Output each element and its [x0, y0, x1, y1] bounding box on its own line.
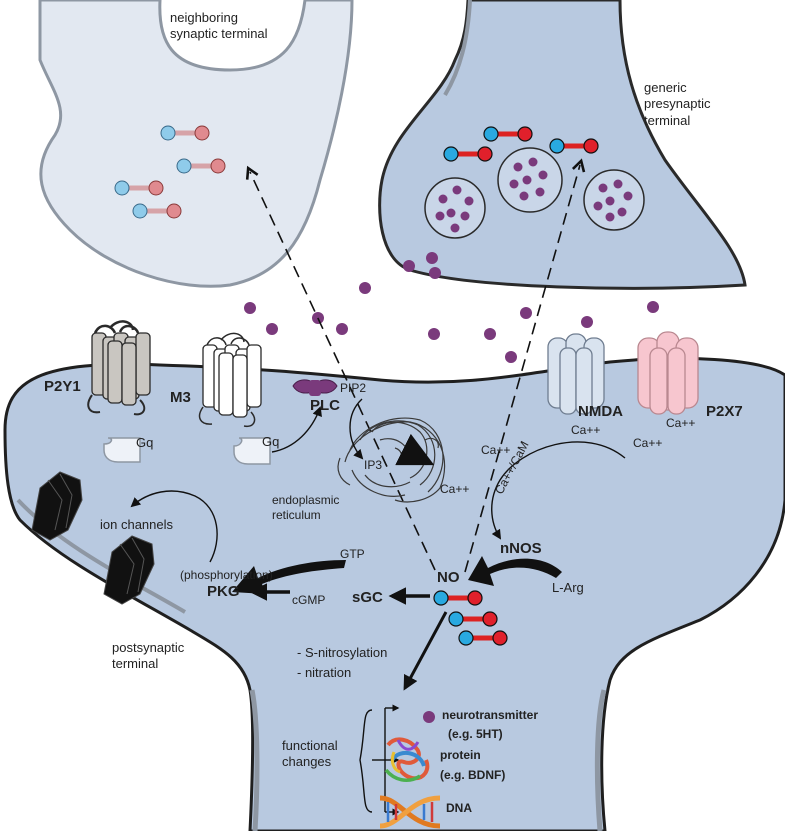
- vesicle: [497, 147, 563, 213]
- larg-label: L-Arg: [552, 580, 584, 595]
- neurotransmitter-example-label: (e.g. 5HT): [448, 727, 503, 741]
- sgc-label: sGC: [352, 589, 383, 606]
- er-label: endoplasmic reticulum: [272, 493, 340, 522]
- postsynaptic-terminal-label: postsynaptic terminal: [112, 640, 185, 672]
- pkg-label: PKG: [207, 583, 240, 600]
- no-label: NO: [437, 569, 460, 586]
- protein-example-label: (e.g. BDNF): [440, 768, 506, 782]
- no-molecule-icon: [448, 611, 498, 627]
- ion-channel-icon: [31, 471, 83, 541]
- neighboring-terminal: [38, 0, 354, 288]
- gq-protein-icon: [103, 437, 141, 463]
- no-molecule-icon: [433, 590, 483, 606]
- dna-label: DNA: [446, 801, 472, 815]
- nmda-receptor-icon: [547, 333, 605, 415]
- ca-er-label: Ca++: [440, 482, 470, 496]
- neurotransmitter-label: neurotransmitter: [442, 708, 539, 722]
- phosphorylation-label: (phosphorylation): [180, 568, 273, 582]
- pathway-arrows: [130, 398, 626, 816]
- ca-mid2-label: Ca++: [633, 436, 663, 450]
- plc-label: PLC: [310, 397, 340, 414]
- retrograde-arrow-presynaptic: [464, 158, 586, 573]
- functional-changes-label: functional changes: [282, 738, 338, 770]
- ca-mid1-label: Ca++: [481, 443, 511, 457]
- dna-helix-icon: [379, 795, 441, 829]
- no-molecule-icon: [483, 126, 533, 142]
- pathway-arrows-bold: [232, 433, 562, 691]
- ion-channel-icon: [103, 535, 155, 605]
- ion-channels-label: ion channels: [100, 517, 173, 532]
- endoplasmic-reticulum-icon: [337, 417, 446, 503]
- no-molecule-icon: [114, 180, 164, 196]
- neurotransmitter-dots: [244, 252, 659, 363]
- m3-label: M3: [170, 389, 191, 406]
- nitration-label: - nitration: [297, 665, 352, 680]
- no-molecule-icon: [132, 203, 182, 219]
- ip3-label: IP3: [364, 458, 383, 472]
- no-molecule-icon: [443, 146, 493, 162]
- p2y1-label: P2Y1: [44, 378, 81, 395]
- s-nitrosylation-label: - S-nitrosylation: [297, 645, 388, 660]
- vesicle: [424, 177, 486, 239]
- functional-changes-bracket: [359, 709, 373, 813]
- gq-protein-icon: [233, 437, 271, 465]
- gq-label-left: Gq: [136, 435, 154, 450]
- p2x7-label: P2X7: [706, 403, 743, 420]
- nnos-label: nNOS: [500, 540, 542, 557]
- pip2-label: PIP2: [340, 381, 367, 395]
- ca-p2x7-label: Ca++: [666, 416, 696, 430]
- p2y1-receptor-icon: [87, 320, 151, 416]
- no-molecule-icon: [160, 125, 210, 141]
- neurotransmitter-dot-icon: [423, 711, 435, 723]
- no-molecule-icon: [458, 630, 508, 646]
- protein-label: protein: [440, 748, 481, 762]
- cgmp-label: cGMP: [292, 593, 326, 607]
- plc-enzyme-icon: [292, 379, 338, 396]
- vesicle: [583, 169, 645, 231]
- ca-nmda-label: Ca++: [571, 423, 601, 437]
- gq-label-right: Gq: [262, 434, 280, 449]
- no-molecule-icon: [176, 158, 226, 174]
- gtp-label: GTP: [340, 547, 365, 561]
- retrograde-arrow-neighbor: [245, 165, 436, 571]
- no-molecule-icon: [549, 138, 599, 154]
- p2x7-receptor-icon: [637, 331, 699, 415]
- m3-receptor-icon: [198, 332, 262, 428]
- nmda-label: NMDA: [578, 403, 623, 420]
- neighboring-terminal-label: neighboring synaptic terminal: [170, 10, 268, 42]
- presynaptic-terminal-label: generic presynaptic terminal: [644, 80, 711, 128]
- protein-ribbon-icon: [384, 737, 430, 782]
